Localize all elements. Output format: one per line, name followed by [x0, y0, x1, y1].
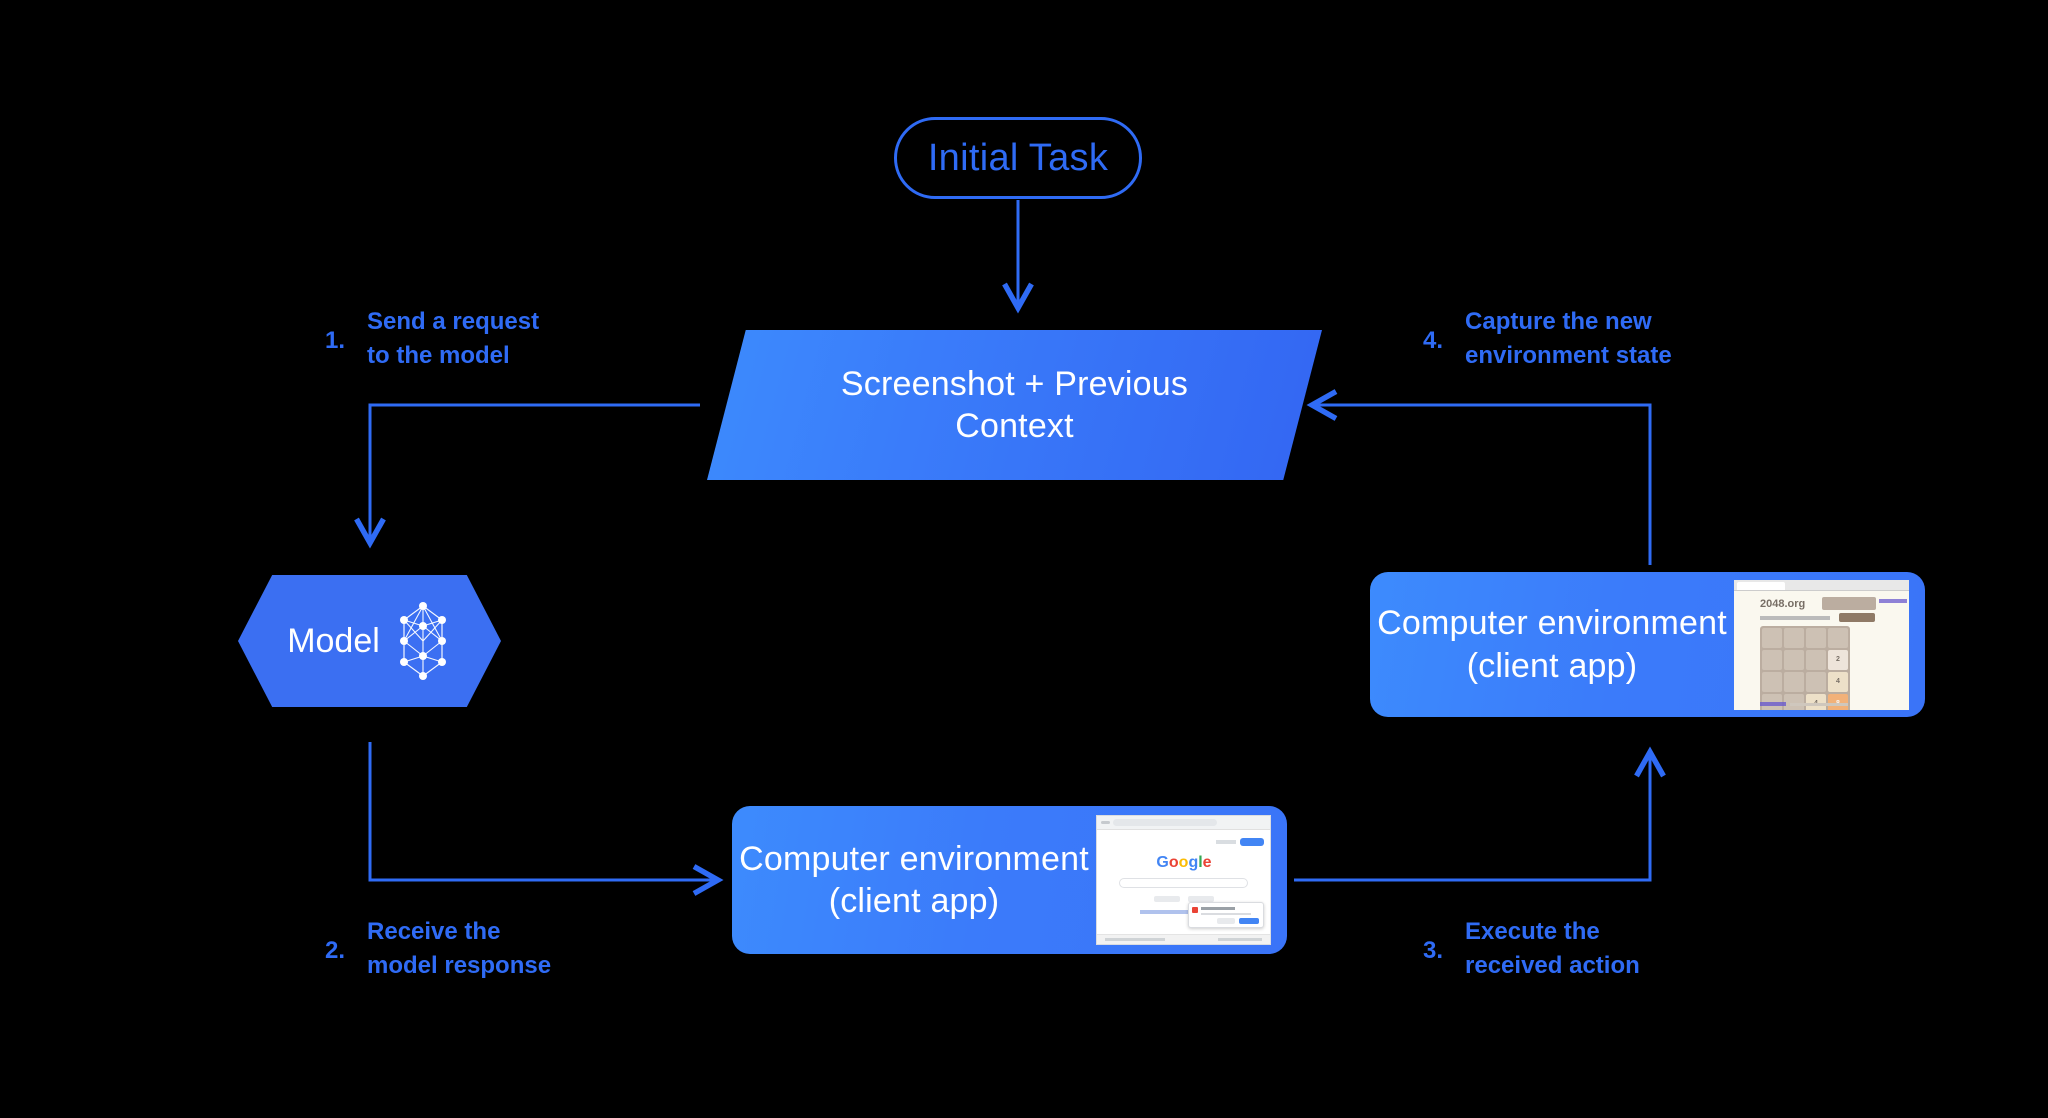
- google-lucky-button: [1187, 896, 1214, 902]
- logo-letter: G: [1156, 854, 1168, 871]
- step-1-number: 1.: [325, 327, 346, 354]
- env-top-label: Computer environment (client app): [1370, 602, 1734, 687]
- env-bottom-line-1: Computer environment: [739, 839, 1089, 878]
- game-2048-board: 2 4 4 8: [1760, 625, 1850, 710]
- game-2048-footer-text: [1790, 702, 1848, 706]
- step-4-line-1: Capture the new: [1465, 308, 1652, 335]
- dialog-confirm-button: [1239, 918, 1259, 924]
- browser-dialog: [1188, 902, 1264, 928]
- screenshot-context-label: Screenshot + Previous Context: [841, 363, 1188, 448]
- browser-nav-buttons: [1101, 821, 1110, 824]
- logo-letter: g: [1188, 854, 1198, 871]
- google-search-screenshot: G o o g l e: [1096, 815, 1271, 945]
- tile: [1762, 627, 1782, 648]
- step-4-text: Capture the new environment state: [1465, 305, 1672, 373]
- dialog-cancel-button: [1217, 918, 1235, 924]
- tile: [1762, 671, 1782, 692]
- env-bottom-thumbnail: G o o g l e: [1096, 815, 1271, 945]
- tile: [1828, 627, 1848, 648]
- google-logo: G o o g l e: [1156, 854, 1212, 872]
- step-3: 3. Execute the received action: [1423, 915, 1640, 983]
- google-signin-button: [1240, 838, 1264, 846]
- step-2: 2. Receive the model response: [325, 915, 551, 983]
- tile: [1784, 627, 1804, 648]
- logo-letter: l: [1198, 854, 1203, 871]
- step-4-line-2: environment state: [1465, 342, 1672, 370]
- tile: 4: [1806, 693, 1826, 710]
- game-2048-new-game-button: [1839, 612, 1875, 622]
- game-2048-links: [1879, 598, 1907, 603]
- browser-titlebar: [1734, 579, 1909, 591]
- step-1-text: Send a request to the model: [367, 305, 539, 373]
- tile: 8: [1828, 693, 1848, 710]
- google-header-links: [1216, 840, 1236, 844]
- initial-task-label: Initial Task: [927, 136, 1109, 179]
- google-footer-left-links: [1105, 938, 1165, 941]
- game-2048-subtitle: [1760, 615, 1830, 620]
- context-line-2: Context: [955, 407, 1074, 445]
- game-2048-score-box: [1822, 596, 1876, 610]
- tile: 4: [1828, 671, 1848, 692]
- google-buttons: [1153, 896, 1214, 902]
- google-search-box: [1119, 878, 1248, 888]
- tile: [1806, 649, 1826, 670]
- env-top-thumbnail: 2048.org 2 4: [1734, 579, 1909, 710]
- dialog-icon: [1192, 907, 1198, 913]
- logo-letter: o: [1168, 854, 1179, 871]
- screenshot-context-node[interactable]: Screenshot + Previous Context: [707, 330, 1322, 480]
- step-2-number: 2.: [325, 937, 346, 964]
- step-4-number: 4.: [1423, 327, 1444, 354]
- tile: [1762, 649, 1782, 670]
- browser-tab: [1737, 581, 1785, 590]
- step-1-line-2: to the model: [367, 342, 510, 370]
- neural-network-icon: [399, 602, 446, 680]
- tile: [1784, 693, 1804, 710]
- step-1: 1. Send a request to the model: [325, 305, 539, 373]
- game-2048-footer-link: [1760, 701, 1786, 706]
- step-1-line-1: Send a request: [367, 308, 540, 335]
- dialog-body: [1201, 913, 1251, 915]
- initial-task-node[interactable]: Initial Task: [894, 117, 1142, 199]
- step-3-text: Execute the received action: [1465, 915, 1640, 983]
- logo-letter: e: [1202, 854, 1212, 871]
- tile: [1806, 671, 1826, 692]
- step-3-line-1: Execute the: [1465, 918, 1600, 945]
- step-2-text: Receive the model response: [367, 915, 551, 983]
- computer-environment-bottom-node[interactable]: Computer environment (client app) G o o …: [732, 806, 1287, 954]
- env-top-line-1: Computer environment: [1377, 604, 1727, 642]
- step-2-line-2: model response: [367, 952, 552, 980]
- tile: 2: [1828, 649, 1848, 670]
- model-node[interactable]: Model: [238, 575, 501, 707]
- context-line-1: Screenshot + Previous: [840, 364, 1189, 403]
- dialog-title: [1201, 907, 1235, 910]
- google-footer: [1097, 934, 1270, 944]
- env-bottom-label: Computer environment (client app): [732, 838, 1096, 923]
- tile: [1784, 649, 1804, 670]
- logo-letter: o: [1178, 854, 1189, 871]
- env-top-line-2: (client app): [1466, 646, 1638, 685]
- step-2-line-1: Receive the: [367, 918, 501, 945]
- tile: [1806, 627, 1826, 648]
- game-2048-screenshot: 2048.org 2 4: [1734, 579, 1909, 710]
- computer-environment-top-node[interactable]: Computer environment (client app) 2048.o…: [1370, 572, 1925, 717]
- env-bottom-line-2: (client app): [828, 882, 1000, 920]
- browser-url-bar: [1113, 819, 1217, 826]
- step-3-line-2: received action: [1465, 952, 1640, 980]
- google-footer-right-links: [1218, 938, 1262, 941]
- tile: [1784, 671, 1804, 692]
- step-3-number: 3.: [1423, 937, 1444, 964]
- game-2048-title: 2048.org: [1760, 597, 1806, 610]
- model-label: Model: [287, 621, 380, 660]
- google-language-links: [1139, 910, 1228, 914]
- step-4: 4. Capture the new environment state: [1423, 305, 1672, 373]
- google-search-button: [1153, 896, 1180, 902]
